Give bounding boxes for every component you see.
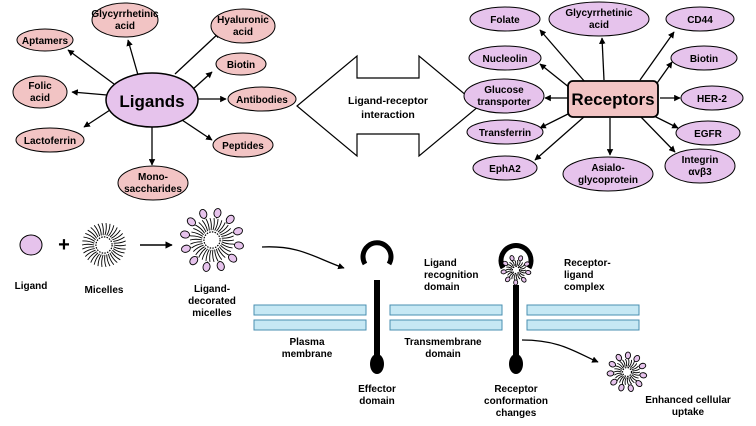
ligand-satellite-biotin: Biotin: [216, 53, 266, 75]
svg-text:EGFR: EGFR: [694, 129, 723, 140]
svg-text:Nucleolin: Nucleolin: [482, 54, 527, 65]
svg-text:acid: acid: [115, 21, 135, 32]
ligand-satellite-glycyrrhetinic: Glycyrrhetinic acid: [91, 3, 159, 37]
svg-text:Plasma: Plasma: [289, 337, 324, 348]
svg-text:Receptor: Receptor: [494, 384, 537, 395]
svg-text:uptake: uptake: [672, 407, 705, 418]
svg-text:saccharides: saccharides: [124, 184, 182, 195]
svg-text:Hyaluronic: Hyaluronic: [217, 15, 269, 26]
receptor-satellite-transferrin: Transferrin: [467, 120, 543, 144]
svg-text:Asialo-: Asialo-: [591, 163, 624, 174]
svg-text:decorated: decorated: [188, 296, 236, 307]
svg-text:acid: acid: [589, 20, 609, 31]
svg-text:Biotin: Biotin: [690, 54, 718, 65]
effector-domain-label: Effector domain: [358, 384, 396, 407]
receptor-satellite-cd44: CD44: [666, 7, 734, 31]
svg-text:domain: domain: [359, 396, 395, 407]
receptor-satellite-glucose-transporter: Glucose transporter: [464, 79, 544, 113]
svg-text:Glycyrrhetinic: Glycyrrhetinic: [91, 9, 159, 20]
svg-text:Integrin: Integrin: [682, 155, 719, 166]
receptor-satellite-nucleolin: Nucleolin: [469, 46, 541, 70]
svg-text:CD44: CD44: [687, 15, 713, 26]
svg-text:domain: domain: [424, 282, 460, 293]
micelle-icon: [82, 223, 126, 267]
svg-text:Folic: Folic: [28, 81, 52, 92]
recognition-domain-label: Ligand recognition domain: [424, 258, 478, 293]
receptor-satellite-egfr: EGFR: [676, 121, 740, 145]
svg-text:interaction: interaction: [361, 109, 415, 121]
internalized-micelle-icon: [607, 352, 647, 392]
svg-text:Aptamers: Aptamers: [22, 36, 69, 47]
svg-text:acid: acid: [233, 27, 253, 38]
plasma-membrane-label: Plasma membrane: [282, 337, 333, 360]
svg-text:transporter: transporter: [477, 97, 530, 108]
approach-arrow: [262, 247, 344, 268]
svg-text:complex: complex: [564, 282, 605, 293]
svg-text:HER-2: HER-2: [697, 94, 727, 105]
svg-text:Enhanced cellular: Enhanced cellular: [645, 395, 731, 406]
svg-text:Biotin: Biotin: [227, 60, 255, 71]
svg-text:conformation: conformation: [484, 396, 548, 407]
ligand-decorated-micelle-icon: [180, 208, 244, 272]
receptor-satellite-biotin: Biotin: [671, 46, 737, 70]
svg-text:micelles: micelles: [192, 308, 232, 319]
receptor-satellite-asialoglycoprotein: Asialo- glycoprotein: [563, 157, 653, 191]
svg-text:recognition: recognition: [424, 270, 478, 281]
decorated-micelles-label: Ligand- decorated micelles: [188, 284, 236, 319]
svg-text:Ligands: Ligands: [119, 92, 184, 111]
receptor-satellite-folate: Folate: [470, 7, 540, 31]
receptor-ligand-complex-label: Receptor- ligand complex: [564, 258, 611, 293]
receptor-conformation-label: Receptor conformation changes: [484, 384, 548, 419]
ligand-satellite-monosaccharides: Mono- saccharides: [118, 166, 188, 200]
ligand-receptor-double-arrow: Ligand-receptor interaction: [297, 56, 479, 156]
svg-text:glycoprotein: glycoprotein: [578, 175, 638, 186]
svg-text:Transferrin: Transferrin: [479, 128, 531, 139]
svg-text:Transmembrane: Transmembrane: [404, 337, 482, 348]
enhanced-uptake-label: Enhanced cellular uptake: [645, 395, 731, 418]
receptors-hub: Receptors: [568, 81, 658, 117]
transmembrane-domain-label: Transmembrane domain: [404, 337, 482, 360]
ligand-satellite-hyaluronic: Hyaluronic acid: [211, 9, 275, 43]
svg-text:acid: acid: [30, 93, 50, 104]
svg-text:Receptor-: Receptor-: [564, 258, 611, 269]
svg-text:Effector: Effector: [358, 384, 396, 395]
ligands-hub: Ligands: [106, 73, 198, 127]
svg-text:αvβ3: αvβ3: [688, 167, 712, 178]
plasma-membrane: [254, 305, 639, 330]
svg-text:Folate: Folate: [490, 15, 520, 26]
svg-text:membrane: membrane: [282, 349, 333, 360]
svg-text:EphA2: EphA2: [489, 164, 521, 175]
svg-text:Ligand-: Ligand-: [194, 284, 230, 295]
svg-text:Ligand-receptor: Ligand-receptor: [348, 95, 428, 107]
receptor-satellite-epha2: EphA2: [473, 156, 537, 180]
receptor-satellite-her2: HER-2: [681, 86, 743, 110]
uptake-arrow: [522, 340, 598, 362]
ligand-particle: [20, 235, 42, 255]
svg-text:Receptors: Receptors: [571, 90, 654, 109]
receptor-satellite-glycyrrhetinic: Glycyrrhetinic acid: [549, 2, 649, 36]
receptor-unbound: [363, 243, 391, 374]
micelles-label: Micelles: [85, 285, 124, 296]
svg-text:Glucose: Glucose: [484, 85, 524, 96]
svg-text:changes: changes: [496, 408, 537, 419]
ligand-label: Ligand: [15, 281, 48, 292]
svg-text:Mono-: Mono-: [138, 172, 168, 183]
ligand-satellite-peptides: Peptides: [213, 133, 273, 157]
ligand-satellite-folic-acid: Folic acid: [13, 76, 67, 108]
ligand-satellite-antibodies: Antibodies: [228, 87, 296, 111]
plus-sign: +: [58, 234, 70, 256]
ligand-satellite-lactoferrin: Lactoferrin: [16, 128, 84, 152]
svg-text:domain: domain: [425, 349, 461, 360]
svg-text:Lactoferrin: Lactoferrin: [24, 136, 76, 147]
receptor-satellite-integrin: Integrin αvβ3: [665, 149, 735, 183]
svg-text:Glycyrrhetinic: Glycyrrhetinic: [565, 8, 633, 19]
svg-text:Antibodies: Antibodies: [236, 95, 288, 106]
ligand-satellite-aptamers: Aptamers: [17, 29, 73, 51]
svg-text:Ligand: Ligand: [424, 258, 457, 269]
svg-text:ligand: ligand: [564, 270, 593, 281]
svg-text:Peptides: Peptides: [222, 141, 264, 152]
